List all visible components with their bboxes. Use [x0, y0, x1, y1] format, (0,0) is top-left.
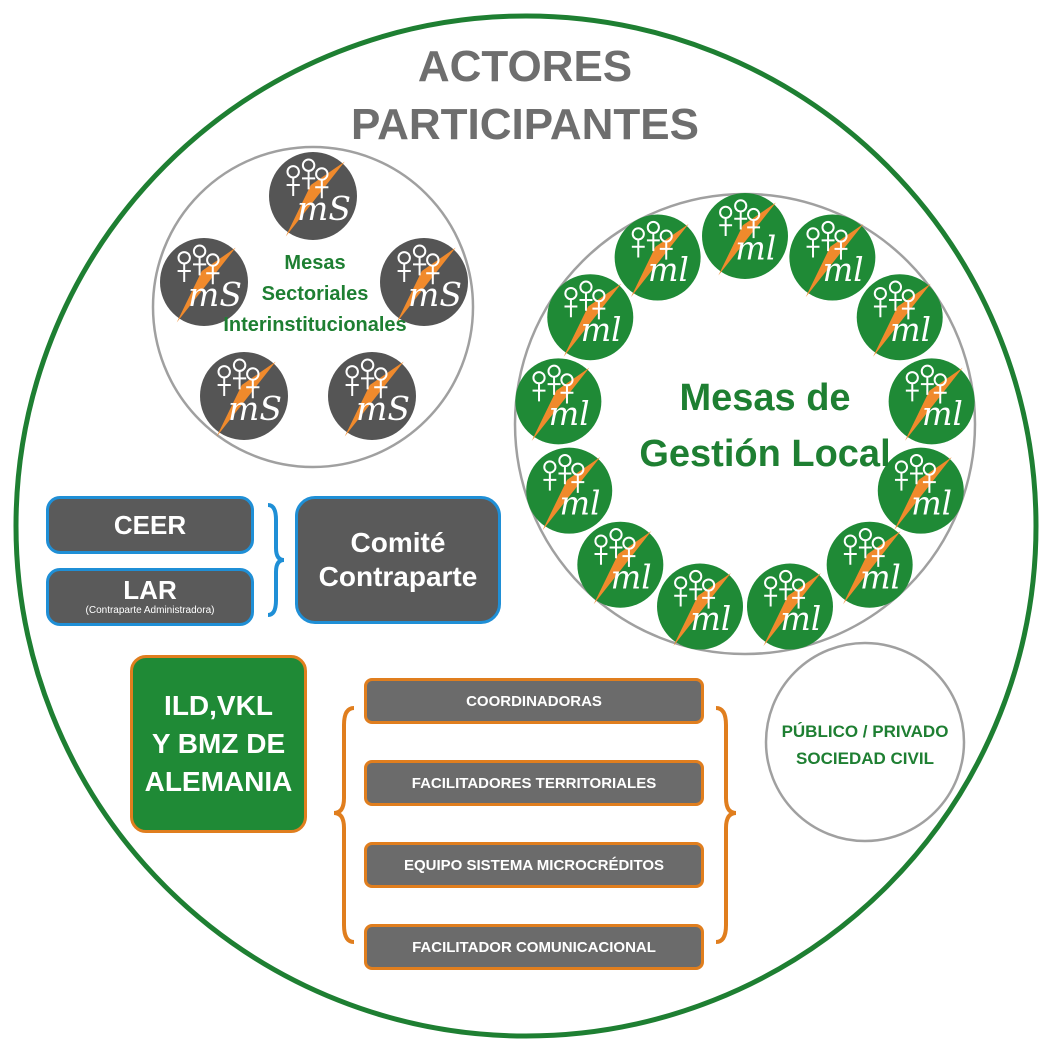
lar-label: LAR — [123, 575, 177, 605]
lar-box: LAR (Contraparte Administradora) — [46, 568, 254, 626]
badge-text: ml — [549, 395, 590, 433]
mesas-sectoriales-label: Mesas Sectoriales Interinstitucionales — [190, 248, 440, 341]
main-title-line: PARTICIPANTES — [351, 100, 699, 149]
ild-vkl-bmz-box: ILD,VKL Y BMZ DE ALEMANIA — [130, 655, 307, 833]
badge-text: ml — [735, 230, 776, 268]
comite-line: Comité — [350, 527, 446, 558]
badge-text: mS — [356, 389, 410, 428]
ild-line: Y BMZ DE — [151, 728, 286, 759]
people-orange-triangle-logo-icon: ml — [888, 358, 975, 445]
comite-line: Contraparte — [318, 561, 478, 592]
team-box-coordinadoras: COORDINADORAS — [364, 678, 704, 724]
people-orange-triangle-logo-icon: ml — [789, 214, 876, 301]
people-orange-triangle-logo-icon: ml — [515, 358, 602, 445]
publico-privado-label: PÚBLICO / PRIVADO SOCIEDAD CIVIL — [765, 718, 965, 772]
ms-label-line: Sectoriales — [261, 283, 369, 305]
ceer-box: CEER — [46, 496, 254, 554]
people-orange-triangle-logo-icon: ml — [614, 214, 701, 301]
badge-text: ml — [890, 311, 931, 349]
people-orange-triangle-logo-icon: ml — [547, 274, 634, 361]
badge-text: ml — [823, 251, 864, 289]
main-title: ACTORES PARTICIPANTES — [300, 38, 750, 154]
badge-text: mS — [228, 389, 282, 428]
badge-text: ml — [860, 558, 901, 596]
badge-text: ml — [611, 558, 652, 596]
people-orange-triangle-logo-icon: ml — [826, 521, 913, 608]
lar-sublabel: (Contraparte Administradora) — [85, 605, 215, 616]
people-orange-triangle-logo-icon: ml — [746, 563, 833, 650]
badge-text: mS — [297, 189, 351, 228]
right-curly-brace-icon — [715, 706, 737, 944]
sectoriales-badges: mS mS mS mS mS — [160, 152, 468, 440]
left-curly-brace-icon — [267, 503, 285, 617]
publico-privado-circle — [764, 641, 966, 843]
badge-text: mS — [188, 275, 242, 314]
ceer-label: CEER — [113, 509, 187, 540]
people-orange-triangle-logo-icon: ml — [877, 447, 964, 534]
people-orange-triangle-logo-icon: mS — [269, 152, 357, 240]
badge-text: ml — [922, 395, 963, 433]
people-orange-triangle-logo-icon: mS — [380, 238, 468, 326]
badge-text: ml — [690, 600, 731, 638]
team-label: COORDINADORAS — [466, 692, 602, 710]
comite-contraparte-box: Comité Contraparte — [295, 496, 501, 624]
team-box-facilitadores: FACILITADORES TERRITORIALES — [364, 760, 704, 806]
badge-text: ml — [648, 251, 689, 289]
team-label: EQUIPO SISTEMA MICROCRÉDITOS — [403, 856, 665, 874]
badge-text: ml — [560, 484, 601, 522]
ms-label-line: Mesas — [284, 252, 346, 274]
people-orange-triangle-logo-icon: ml — [577, 521, 664, 608]
badge-text: ml — [911, 484, 952, 522]
publico-line: SOCIEDAD CIVIL — [796, 749, 934, 768]
badge-text: mS — [408, 275, 462, 314]
main-title-line: ACTORES — [417, 42, 633, 91]
badge-text: ml — [581, 311, 622, 349]
left-curly-brace-icon — [333, 706, 355, 944]
people-orange-triangle-logo-icon: mS — [200, 352, 288, 440]
people-orange-triangle-logo-icon: mS — [328, 352, 416, 440]
badge-text: ml — [780, 600, 821, 638]
people-orange-triangle-logo-icon: ml — [526, 447, 613, 534]
mesas-gestion-local-label: Mesas de Gestión Local — [600, 370, 930, 482]
team-box-comunicacional: FACILITADOR COMUNICACIONAL — [364, 924, 704, 970]
team-label: FACILITADORES TERRITORIALES — [411, 774, 657, 792]
ild-line: ILD,VKL — [164, 690, 273, 721]
ms-label-line: Interinstitucionales — [223, 314, 407, 336]
ml-label-line: Gestión Local — [639, 433, 891, 475]
ild-line: ALEMANIA — [144, 766, 293, 797]
people-orange-triangle-logo-icon: mS — [160, 238, 248, 326]
publico-line: PÚBLICO / PRIVADO — [781, 722, 949, 741]
ml-label-line: Mesas de — [679, 377, 851, 419]
team-box-microcreditos: EQUIPO SISTEMA MICROCRÉDITOS — [364, 842, 704, 888]
people-orange-triangle-logo-icon: ml — [856, 274, 943, 361]
team-label: FACILITADOR COMUNICACIONAL — [412, 938, 656, 956]
people-orange-triangle-logo-icon: ml — [657, 563, 744, 650]
people-orange-triangle-logo-icon: ml — [702, 193, 788, 279]
